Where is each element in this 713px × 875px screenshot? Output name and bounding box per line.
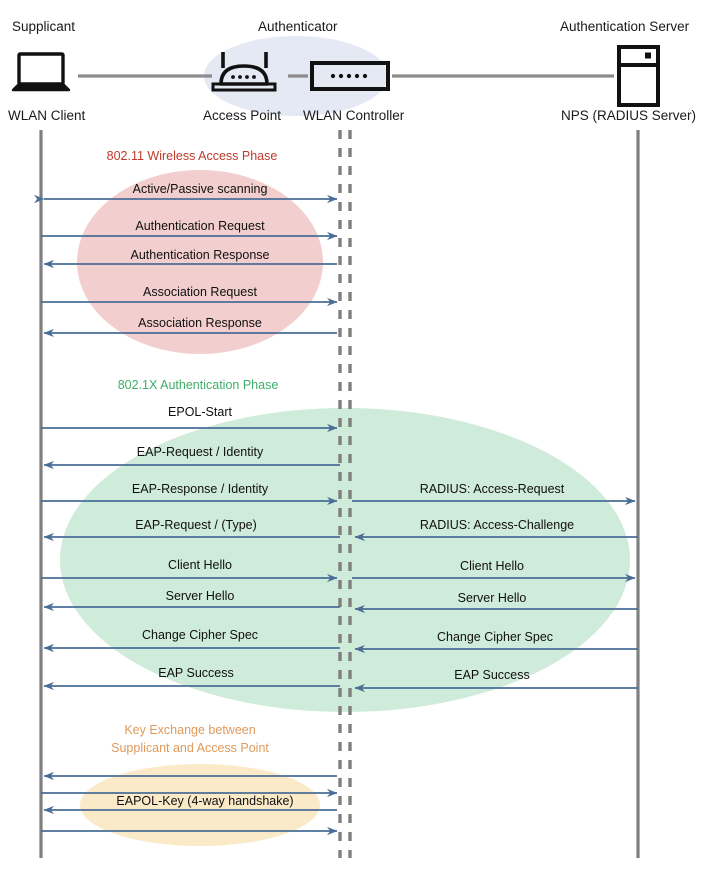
message-label-eap-request-type: EAP-Request / (Type)	[135, 518, 257, 532]
phase-title-dot1x-authentication: 802.1X Authentication Phase	[117, 378, 279, 392]
message-label-client-hello-right: Client Hello	[460, 559, 524, 573]
device-label-nps-radius-server: NPS (RADIUS Server)	[561, 108, 697, 123]
message-label-eap-request-identity: EAP-Request / Identity	[136, 445, 264, 459]
phase-title-key-exchange-line2: Supplicant and Access Point	[111, 741, 269, 756]
message-label-eap-response-identity: EAP-Response / Identity	[131, 482, 269, 496]
message-label-association-response: Association Response	[138, 316, 262, 330]
device-label-wlan-controller: WLAN Controller	[303, 108, 405, 123]
message-label-server-hello-left: Server Hello	[165, 589, 235, 603]
message-label-change-cipher-spec-left: Change Cipher Spec	[141, 628, 259, 642]
phase-ellipse-wireless-access	[77, 170, 323, 354]
wireless-access-point-icon	[211, 52, 277, 92]
message-label-authentication-request: Authentication Request	[135, 219, 265, 233]
phase-title-key-exchange-line1: Key Exchange between	[124, 723, 256, 737]
device-label-access-point: Access Point	[203, 108, 282, 123]
role-label-authentication-server: Authentication Server	[560, 19, 690, 34]
device-label-wlan-client: WLAN Client	[8, 108, 86, 123]
phase-title-wireless-access: 802.11 Wireless Access Phase	[106, 149, 278, 163]
message-label-radius-access-challenge: RADIUS: Access-Challenge	[419, 518, 575, 532]
message-label-eapol-key-handshake: EAPOL-Key (4-way handshake)	[116, 794, 294, 808]
message-label-eap-success-left: EAP Success	[158, 666, 234, 680]
message-label-change-cipher-spec-right: Change Cipher Spec	[436, 630, 554, 644]
message-label-server-hello-right: Server Hello	[457, 591, 527, 605]
phase-title-key-exchange: Key Exchange between Supplicant and Acce…	[111, 721, 269, 757]
wlan-controller-icon	[310, 61, 390, 91]
server-rack-icon	[617, 45, 660, 107]
phase-ellipse-dot1x-authentication	[60, 408, 630, 712]
message-label-eapol-start: EPOL-Start	[168, 405, 232, 419]
message-label-authentication-response: Authentication Response	[130, 248, 270, 262]
message-label-radius-access-request: RADIUS: Access-Request	[419, 482, 565, 496]
phase-ellipse-key-exchange	[80, 764, 320, 846]
role-label-supplicant: Supplicant	[12, 19, 76, 34]
message-label-active-passive-scanning: Active/Passive scanning	[132, 182, 268, 196]
message-label-client-hello-left: Client Hello	[168, 558, 232, 572]
message-label-association-request: Association Request	[143, 285, 257, 299]
message-label-eap-success-right: EAP Success	[454, 668, 530, 682]
laptop-icon	[11, 52, 71, 92]
role-label-authenticator: Authenticator	[258, 19, 338, 34]
